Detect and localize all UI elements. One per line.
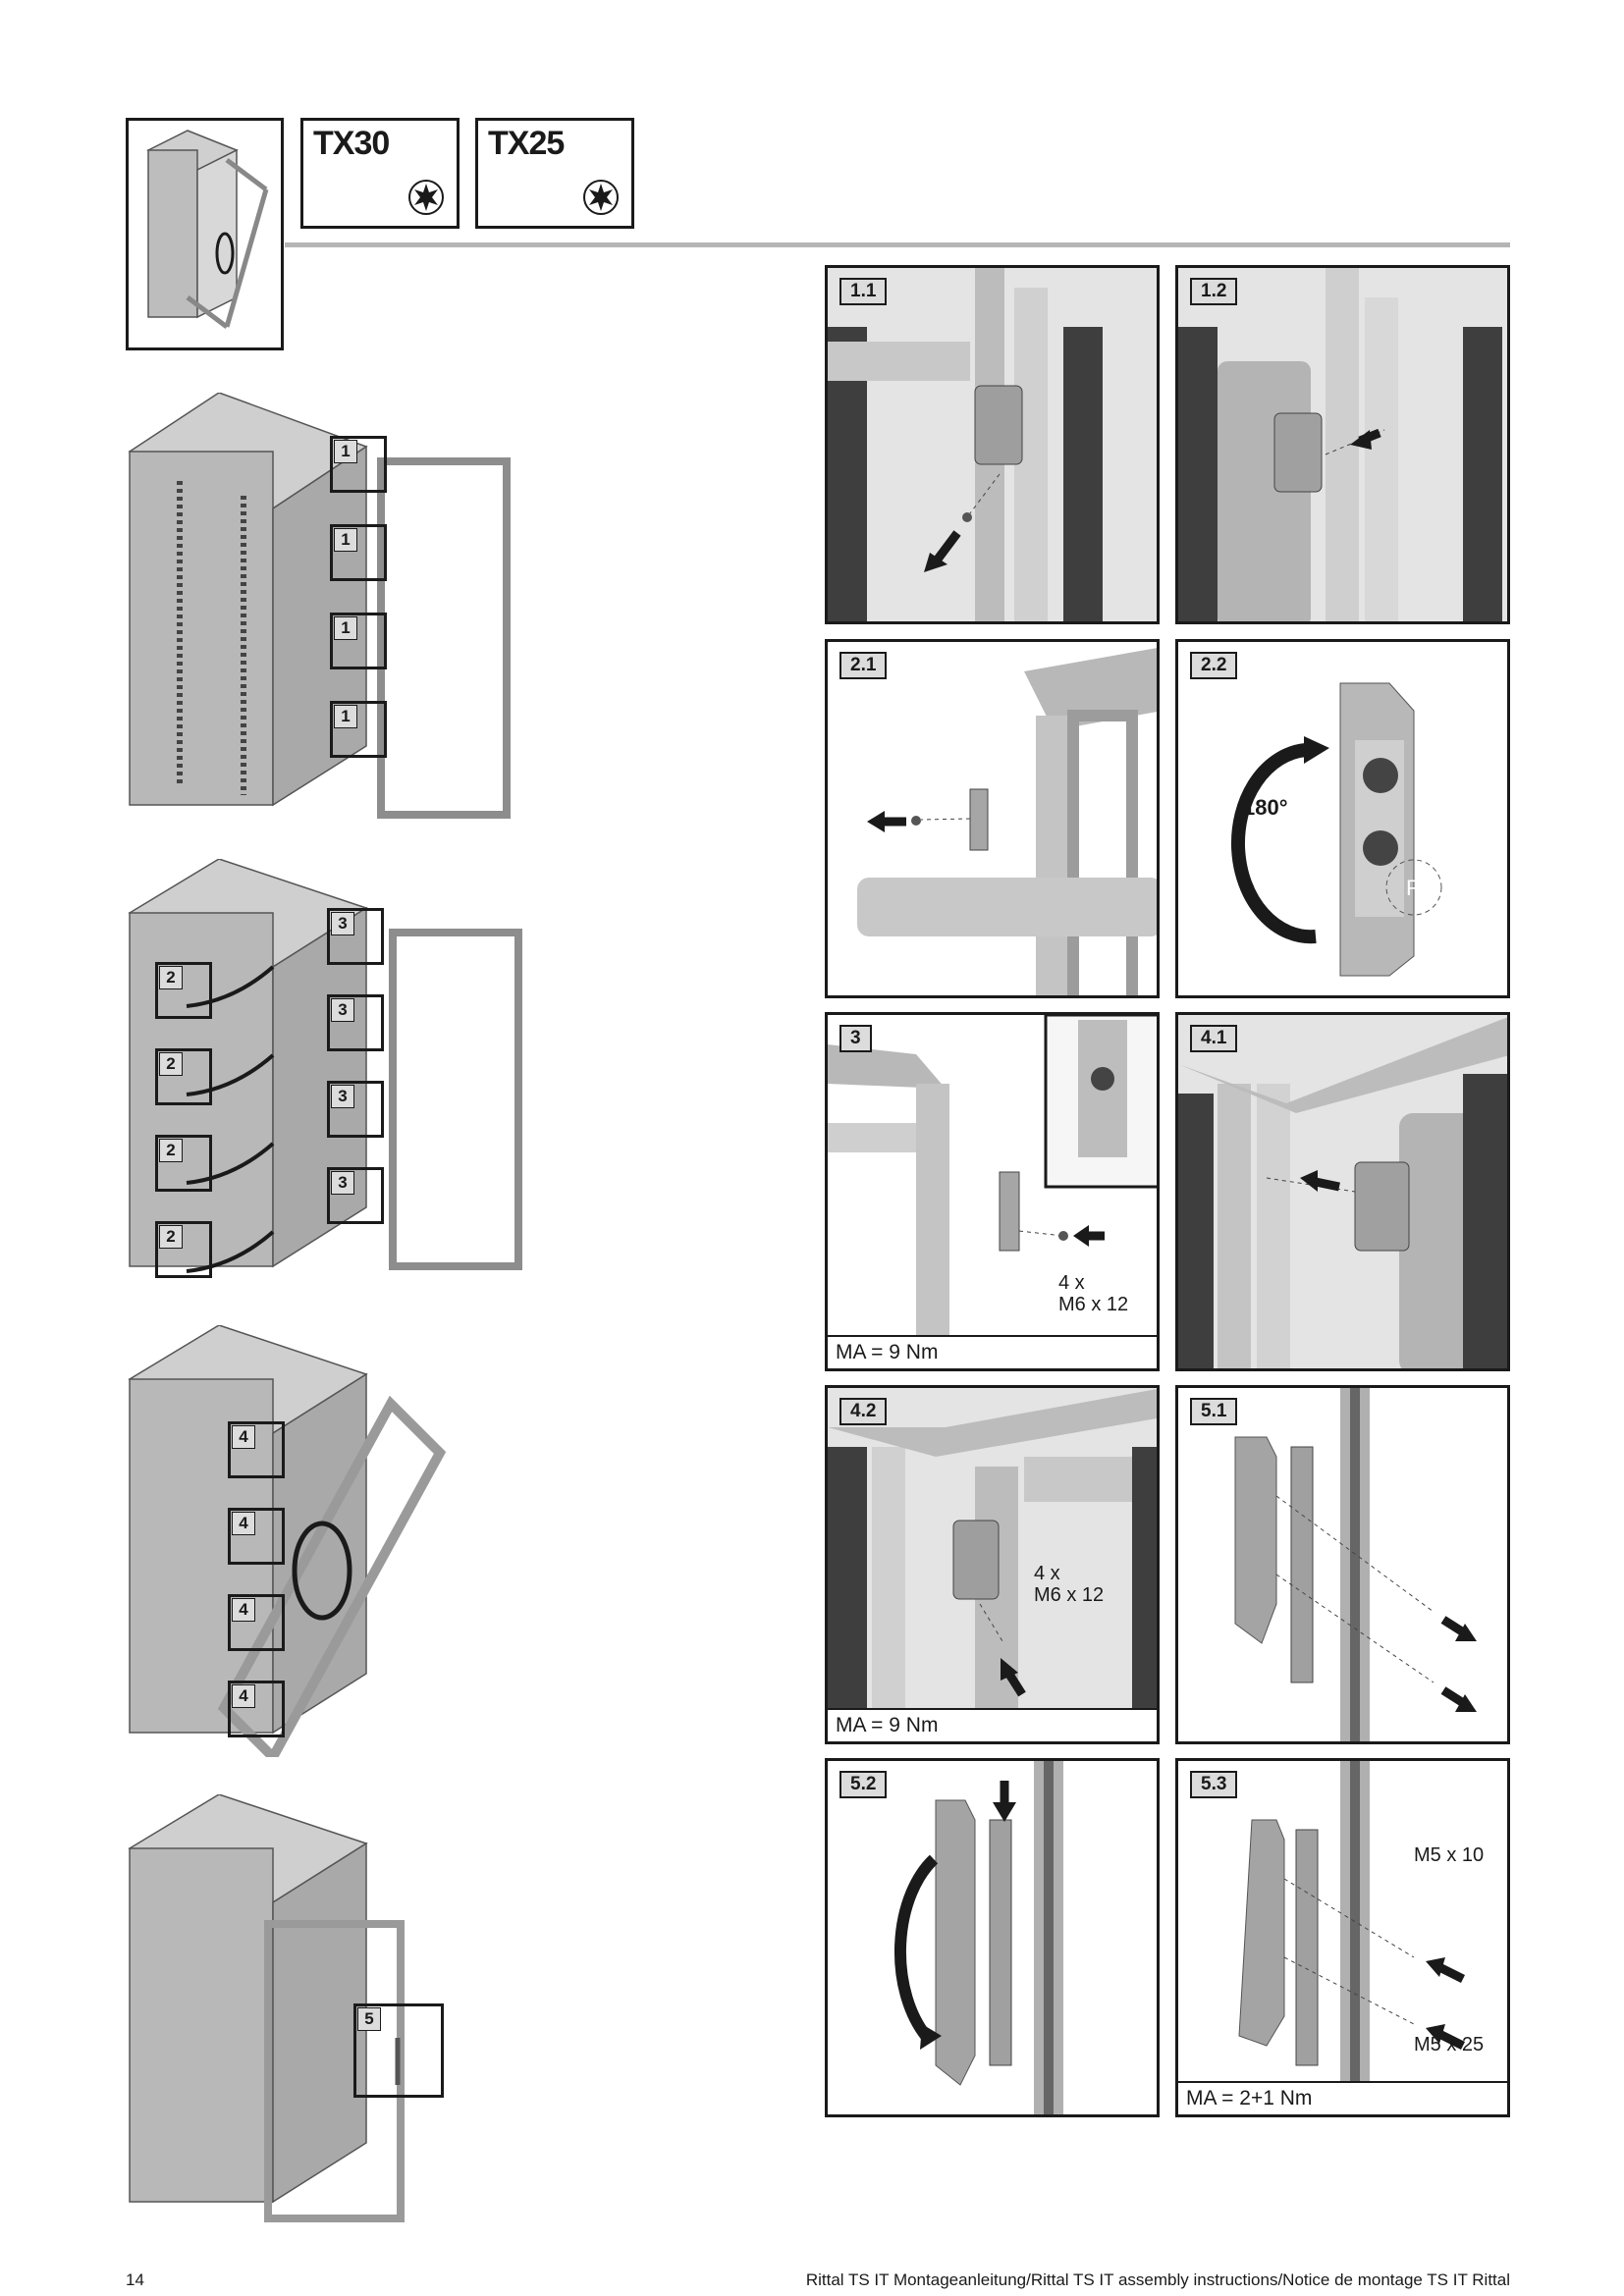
step-marker: 4 [228, 1421, 285, 1478]
overview-figure-3: 4 4 4 4 [126, 1324, 538, 1766]
hinge-mounting-illustration [1178, 1015, 1507, 1368]
step-marker: 2 [155, 1048, 212, 1105]
tool-box-tx30: TX30 [300, 118, 460, 229]
screw-spec: M6 x 12 [1058, 1294, 1129, 1315]
hinge-removal-illustration [1178, 268, 1507, 621]
step-marker: 2 [155, 962, 212, 1019]
hinge-bracket-removal-illustration [828, 642, 1157, 995]
hinge-fastening-illustration [828, 1388, 1157, 1741]
side-mark-label: R [1406, 876, 1422, 900]
cabinet-illustration [128, 1324, 447, 1766]
panel-2-2: 2.2 180° R [1175, 639, 1510, 998]
step-tag: 5.3 [1190, 1771, 1238, 1798]
step-tag: 3 [839, 1025, 872, 1052]
step-tag: 1.1 [839, 278, 888, 305]
panel-5-2: 5.2 [825, 1758, 1160, 2117]
torx-icon [583, 180, 619, 215]
panel-4-2: 4.2 4 x M6 x 12 MA = 9 Nm [825, 1385, 1160, 1744]
rotation-angle-label: 180° [1243, 795, 1288, 820]
screw-quantity: 4 x [1034, 1563, 1060, 1584]
step-tag: 2.1 [839, 652, 888, 679]
tool-label-tx30: TX30 [313, 125, 390, 162]
page-number: 14 [126, 2270, 144, 2289]
screw-spec-bottom: M5 x 25 [1414, 2034, 1485, 2056]
overview-figure-2: 2 2 2 2 3 3 3 3 [126, 858, 538, 1291]
overview-thumbnail [126, 118, 284, 350]
step-tag: 5.1 [1190, 1398, 1238, 1425]
screw-spec-top: M5 x 10 [1414, 1844, 1485, 1866]
step-marker: 3 [327, 994, 384, 1051]
cabinet-illustration [128, 1793, 405, 2222]
screw-quantity: 4 x [1058, 1272, 1085, 1294]
step-marker: 1 [330, 524, 387, 581]
handle-rotation-illustration [828, 1761, 1157, 2114]
panel-1-1: 1.1 [825, 265, 1160, 624]
step-marker: 2 [155, 1135, 212, 1192]
step-marker: 3 [327, 1167, 384, 1224]
cabinet-thumbnail-illustration [146, 130, 269, 329]
bracket-mounting-illustration [828, 1015, 1157, 1368]
torque-spec: MA = 2+1 Nm [1178, 2081, 1507, 2114]
torx-icon [408, 180, 444, 215]
footer-title: Rittal TS IT Montageanleitung/Rittal TS … [805, 2270, 1510, 2289]
step-marker: 1 [330, 613, 387, 669]
step-tag: 2.2 [1190, 652, 1238, 679]
step-marker: 3 [327, 1081, 384, 1138]
overview-figure-4: 5 [126, 1793, 538, 2226]
step-marker: 1 [330, 701, 387, 758]
step-tag: 4.1 [1190, 1025, 1238, 1052]
overview-figure-1: 1 1 1 1 [126, 392, 518, 834]
step-marker: 1 [330, 436, 387, 493]
step-marker: 5 [353, 2003, 444, 2098]
step-marker: 4 [228, 1681, 285, 1737]
step-marker: 4 [228, 1508, 285, 1565]
cabinet-illustration [128, 392, 511, 819]
panel-2-1: 2.1 [825, 639, 1160, 998]
tool-label-tx25: TX25 [488, 125, 565, 162]
handle-removal-illustration [1178, 1388, 1507, 1741]
panel-1-2: 1.2 [1175, 265, 1510, 624]
torque-spec: MA = 9 Nm [828, 1335, 1157, 1368]
hinge-removal-illustration [828, 268, 1157, 621]
step-tag: 1.2 [1190, 278, 1238, 305]
step-marker: 3 [327, 908, 384, 965]
panel-3: 3 4 x M6 x 12 MA = 9 Nm [825, 1012, 1160, 1371]
step-marker: 4 [228, 1594, 285, 1651]
panel-4-1: 4.1 [1175, 1012, 1510, 1371]
bracket-rotation-illustration [1178, 642, 1507, 995]
torque-spec: MA = 9 Nm [828, 1708, 1157, 1741]
panel-5-1: 5.1 [1175, 1385, 1510, 1744]
panel-5-3: 5.3 M5 x 10 M5 x 25 MA = 2+1 Nm [1175, 1758, 1510, 2117]
tool-box-tx25: TX25 [475, 118, 634, 229]
handle-mounting-illustration [1178, 1761, 1507, 2114]
screw-spec: M6 x 12 [1034, 1584, 1105, 1606]
step-marker: 2 [155, 1221, 212, 1278]
header-divider [285, 242, 1510, 247]
step-tag: 5.2 [839, 1771, 888, 1798]
step-tag: 4.2 [839, 1398, 888, 1425]
